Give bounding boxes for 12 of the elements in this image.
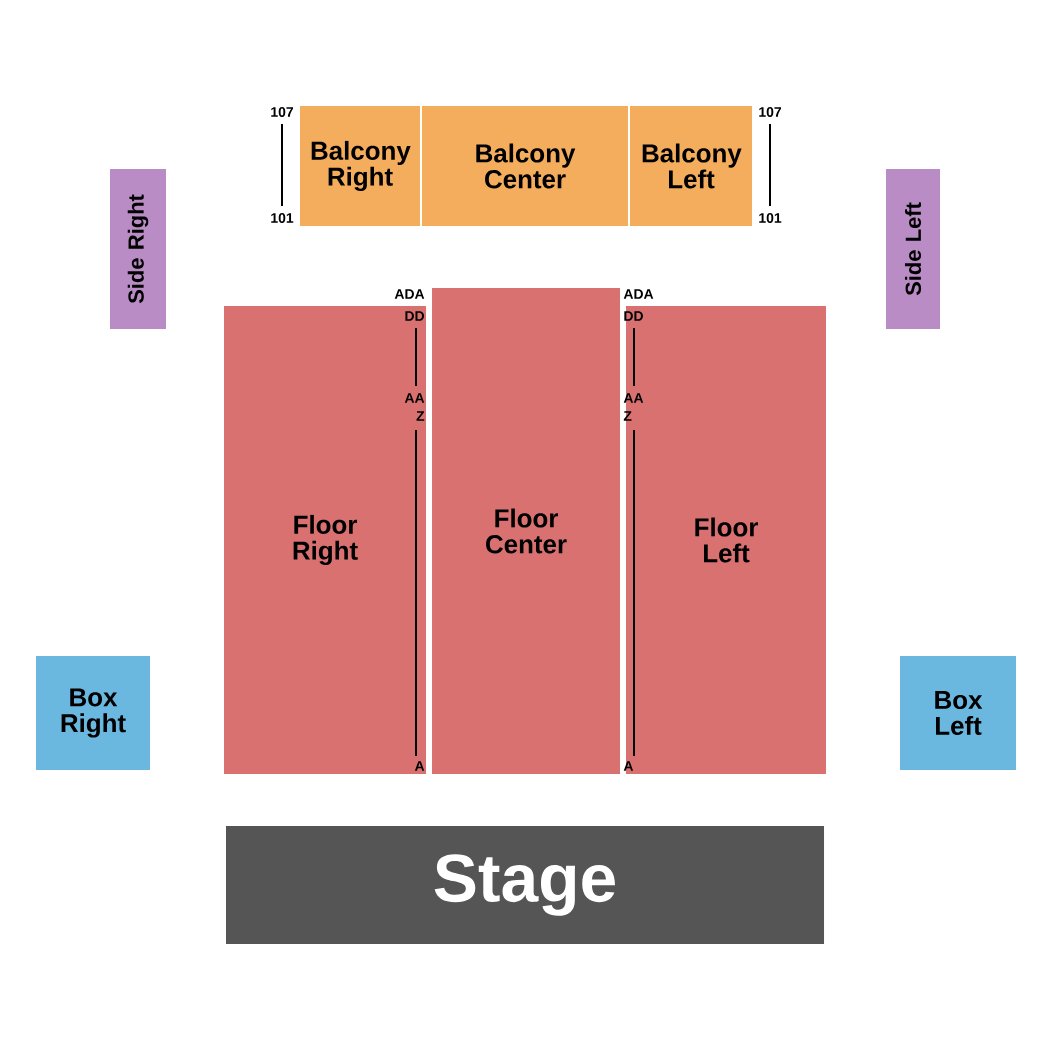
stage: Stage xyxy=(226,826,824,944)
side-section: Side Left xyxy=(886,169,940,329)
balcony-section: Balcony Left xyxy=(630,106,752,226)
box-section: Box Right xyxy=(36,656,150,770)
floor-section: Floor Center xyxy=(432,288,620,774)
node-label: Balcony Center xyxy=(476,143,576,189)
box-section: Box Left xyxy=(900,656,1016,770)
side-section: Side Right xyxy=(110,169,166,329)
balcony-section: Balcony Right xyxy=(300,106,420,226)
node-label: Balcony Left xyxy=(642,143,742,189)
node-label: Balcony Right xyxy=(311,140,411,192)
balcony-section: Balcony Center xyxy=(422,106,628,226)
